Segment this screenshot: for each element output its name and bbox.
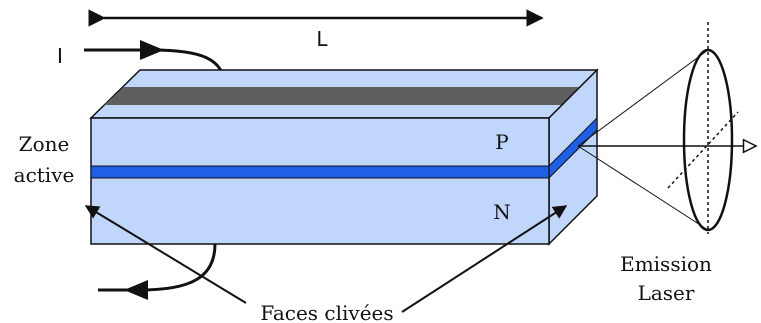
- lens-diagonal-axis: [667, 111, 739, 189]
- emission-lens-ellipse: [682, 48, 734, 232]
- cleaved-face-arrow-front: [84, 205, 247, 304]
- length-label: L: [316, 27, 328, 51]
- active-zone-label-line1: Zone: [19, 132, 70, 156]
- current-label: I: [57, 44, 63, 68]
- emission-label-line2: Laser: [638, 281, 695, 305]
- current-output-wire: [98, 243, 217, 292]
- emission-cone-bottom: [577, 145, 709, 231]
- cleaved-faces-label: Faces clivées: [260, 301, 393, 323]
- emission-cone-top: [577, 49, 709, 147]
- chip-front-face: [90, 117, 550, 245]
- active-layer-front: [90, 165, 550, 179]
- cleaved-face-arrow-back: [401, 205, 568, 313]
- emission-label-line1: Emission: [620, 252, 712, 276]
- p-region-label: P: [495, 130, 508, 154]
- top-electrode-stripe: [104, 87, 588, 105]
- current-direction-arrow: [140, 40, 164, 60]
- active-zone-label-line2: active: [14, 163, 75, 187]
- current-output-arrow: [124, 280, 148, 300]
- n-region-label: N: [493, 200, 511, 224]
